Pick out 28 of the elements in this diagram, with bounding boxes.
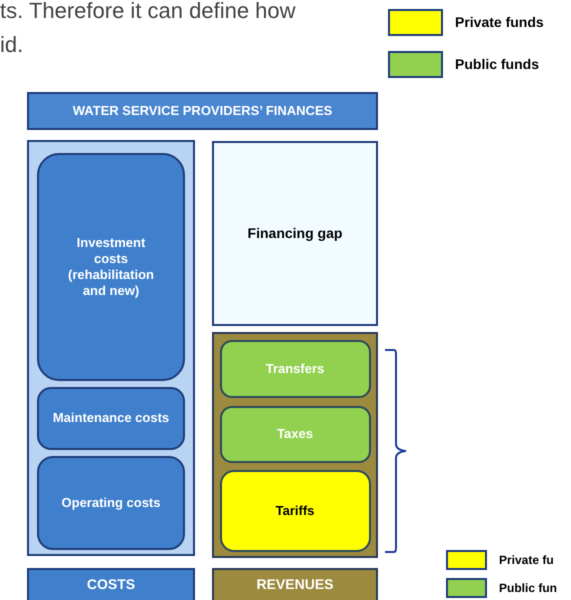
revenues-panel <box>212 332 378 558</box>
node-label: Taxes <box>277 426 313 442</box>
revenue-box <box>220 340 370 398</box>
legend-label: Private funds <box>455 13 544 32</box>
cost-box <box>37 456 185 550</box>
legend-label: Public funds <box>455 55 539 74</box>
node-label: Investment costs (rehabilitation and new) <box>67 234 155 300</box>
cost-box <box>37 387 185 450</box>
node-label: Operating costs <box>62 494 160 512</box>
node-label: Financing gap <box>248 224 342 242</box>
node-label: Maintenance costs <box>52 410 170 427</box>
node-label: REVENUES <box>256 576 334 594</box>
legend-label: Public fun <box>499 580 557 597</box>
body-text: ts. Therefore it can define how <box>0 0 296 25</box>
gap-box <box>212 141 378 326</box>
node-label: Transfers <box>266 360 324 378</box>
cost-box <box>37 153 185 381</box>
footer-bar <box>27 568 195 600</box>
node-label: COSTS <box>86 576 136 594</box>
revenue-box <box>220 470 370 552</box>
costs-panel <box>27 140 195 556</box>
legend-label: Private fu <box>499 552 554 569</box>
title-bar <box>27 92 378 130</box>
body-text: id. <box>0 31 24 59</box>
footer-bar <box>212 568 378 600</box>
node-label: Tariffs <box>276 502 314 520</box>
revenue-box <box>220 406 370 462</box>
node-label: WATER SERVICE PROVIDERS’ FINANCES <box>72 102 332 120</box>
